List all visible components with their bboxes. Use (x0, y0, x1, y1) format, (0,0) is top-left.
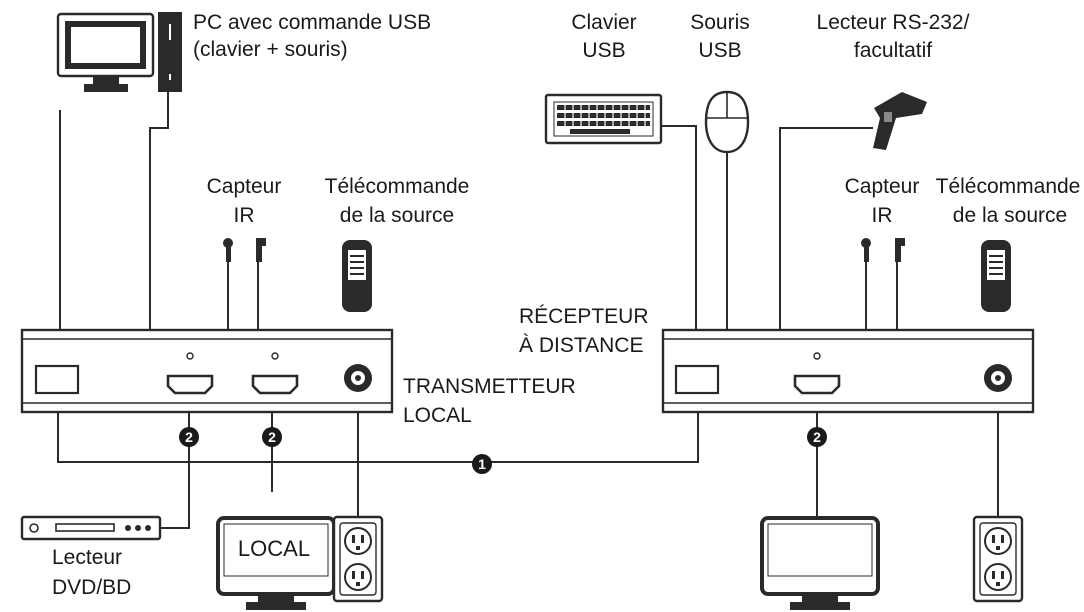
local-remote-label-line2: de la source (340, 204, 454, 227)
keyboard-icon (544, 93, 663, 145)
cable-badge-2: 2 (262, 427, 282, 447)
remote-receiver: RÉCEPTEUR À DISTANCE (519, 305, 1035, 414)
power-outlet-icon (972, 515, 1024, 603)
usb-keyboard: Clavier USB (544, 11, 663, 145)
svg-text:2: 2 (813, 429, 821, 445)
mouse-label-line1: Souris (690, 11, 750, 34)
barcode-scanner-icon (873, 92, 927, 150)
local-ir-label-line2: IR (234, 204, 255, 227)
local-ir-sensor: Capteur IR (207, 175, 282, 262)
remote-control-icon (981, 240, 1011, 312)
remote-ir-label-line2: IR (872, 204, 893, 227)
power-jack (984, 364, 1012, 392)
svg-text:2: 2 (185, 429, 193, 445)
dvd-player-icon (20, 515, 162, 541)
power-jack (344, 364, 372, 392)
remote-ir-label-line1: Capteur (845, 175, 920, 198)
scanner-label-line2: facultatif (854, 39, 932, 62)
transmitter-label-line1: TRANSMETTEUR (403, 375, 576, 398)
mouse-icon (704, 90, 750, 154)
pc-computer: PC avec commande USB (clavier + souris) (56, 11, 431, 92)
local-source-remote: Télécommande de la source (325, 175, 470, 312)
hdmi-port (166, 374, 214, 395)
transmitter-label-line2: LOCAL (403, 404, 472, 427)
usb-mouse: Souris USB (690, 11, 750, 154)
keyboard-label-line2: USB (582, 39, 625, 62)
remote-control-icon (342, 240, 372, 312)
hdmi-port (793, 374, 841, 395)
monitor-icon (760, 516, 880, 610)
remote-remote-label-line2: de la source (953, 204, 1067, 227)
dvd-label-line1: Lecteur (52, 546, 122, 569)
ir-sensor-icon (861, 238, 905, 262)
remote-monitor (760, 516, 880, 610)
ir-sensor-icon (223, 238, 266, 262)
rj45-port (34, 364, 80, 395)
dvd-player: Lecteur DVD/BD (20, 515, 162, 599)
hdmi-port (251, 374, 299, 395)
receiver-label-line2: À DISTANCE (519, 334, 643, 357)
remote-source-remote: Télécommande de la source (936, 175, 1081, 312)
svg-text:1: 1 (478, 456, 486, 472)
local-ir-label-line1: Capteur (207, 175, 282, 198)
remote-power-outlet (972, 515, 1024, 603)
remote-ir-sensor: Capteur IR (845, 175, 920, 262)
desktop-computer-icon (56, 12, 182, 92)
remote-remote-label-line1: Télécommande (936, 175, 1081, 198)
mouse-label-line2: USB (698, 39, 741, 62)
receiver-label-line1: RÉCEPTEUR (519, 305, 649, 328)
local-screen-label: LOCAL (238, 536, 310, 561)
cable-badge-2: 2 (179, 427, 199, 447)
local-remote-label-line1: Télécommande (325, 175, 470, 198)
power-outlet-icon (332, 515, 384, 603)
cable-badge-2: 2 (807, 427, 827, 447)
rs232-scanner: Lecteur RS-232/ facultatif (817, 11, 970, 150)
monitor-icon (216, 516, 336, 610)
keyboard-label-line1: Clavier (571, 11, 636, 34)
pc-label-line1: PC avec commande USB (193, 11, 431, 34)
local-power-outlet (332, 515, 384, 603)
pc-label-line2: (clavier + souris) (193, 38, 348, 61)
scanner-label-line1: Lecteur RS-232/ (817, 11, 970, 34)
rj45-port (674, 364, 720, 395)
local-transmitter: TRANSMETTEUR LOCAL (20, 328, 576, 427)
local-monitor: LOCAL (216, 516, 336, 610)
cable-badge-1: 1 (472, 454, 492, 474)
svg-text:2: 2 (268, 429, 276, 445)
dvd-label-line2: DVD/BD (52, 576, 131, 599)
